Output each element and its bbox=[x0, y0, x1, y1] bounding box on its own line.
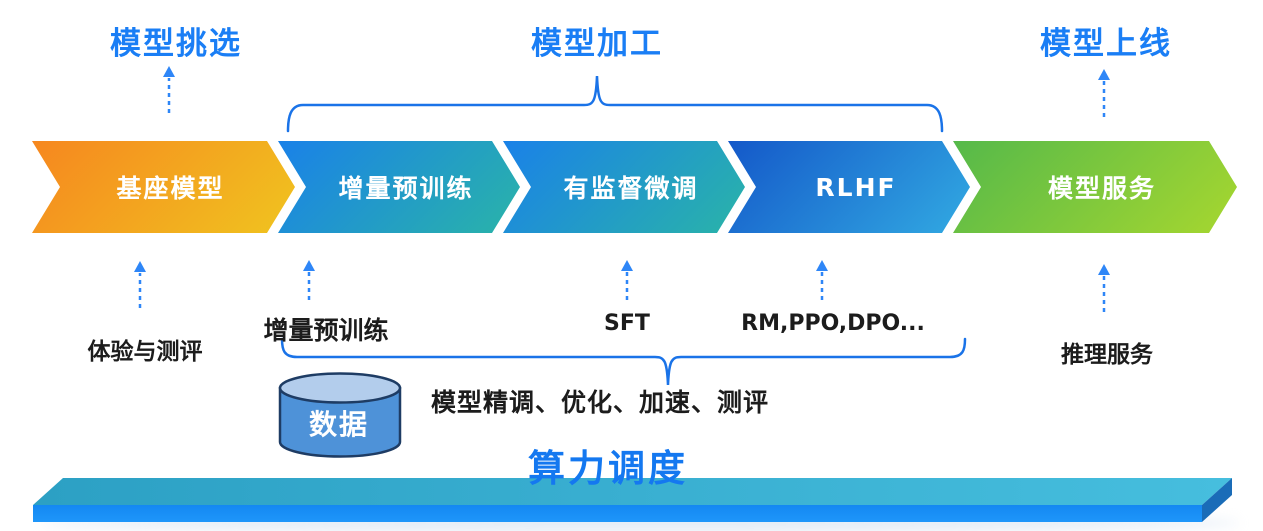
database-cylinder-icon bbox=[278, 372, 402, 458]
stage-model-service: 模型服务 bbox=[953, 141, 1237, 233]
arrow-up-rlhf bbox=[816, 260, 828, 300]
stage-incremental-pretrain: 增量预训练 bbox=[278, 141, 520, 233]
arrow-up-model-selection bbox=[163, 66, 175, 113]
platform-front-face bbox=[33, 505, 1202, 522]
cylinder-body bbox=[278, 386, 402, 458]
arrow-up-base-model bbox=[134, 261, 146, 308]
annotation-incremental-pretrain: 增量预训练 bbox=[263, 316, 389, 345]
database-label: 数据 bbox=[308, 408, 370, 441]
platform-side-face bbox=[1202, 478, 1232, 522]
stage-label: 增量预训练 bbox=[338, 174, 474, 203]
stage-base-model: 基座模型 bbox=[32, 141, 295, 233]
bottom-brace bbox=[280, 337, 967, 386]
arrow-up-sft bbox=[621, 260, 633, 300]
stage-label: 基座模型 bbox=[116, 174, 225, 203]
arrow-up-model-service bbox=[1098, 264, 1110, 312]
phase-title-model-selection: 模型挑选 bbox=[110, 26, 242, 62]
compute-scheduling-label: 算力调度 bbox=[528, 447, 688, 490]
phase-title-model-launch: 模型上线 bbox=[1040, 26, 1172, 62]
stage-rlhf: RLHF bbox=[728, 141, 970, 233]
stage-label: 有监督微调 bbox=[563, 174, 699, 203]
arrow-up-model-launch bbox=[1098, 69, 1110, 117]
stage-supervised-finetune: 有监督微调 bbox=[503, 141, 745, 233]
arrow-up-incremental-pretrain bbox=[303, 260, 315, 300]
annotation-rm-ppo-dpo: RM,PPO,DPO... bbox=[741, 311, 925, 336]
stage-label: 模型服务 bbox=[1047, 174, 1156, 203]
annotation-sft: SFT bbox=[604, 311, 650, 336]
phase-title-model-processing: 模型加工 bbox=[531, 26, 663, 62]
process-note: 模型精调、优化、加速、测评 bbox=[430, 388, 770, 417]
platform-top-face bbox=[33, 478, 1232, 505]
stage-label: RLHF bbox=[815, 172, 897, 202]
annotation-inference-service: 推理服务 bbox=[1061, 342, 1153, 368]
top-brace bbox=[286, 75, 944, 133]
compute-platform-bar bbox=[33, 478, 1232, 522]
annotation-experience-eval: 体验与测评 bbox=[87, 339, 203, 365]
cylinder-top bbox=[278, 372, 402, 404]
